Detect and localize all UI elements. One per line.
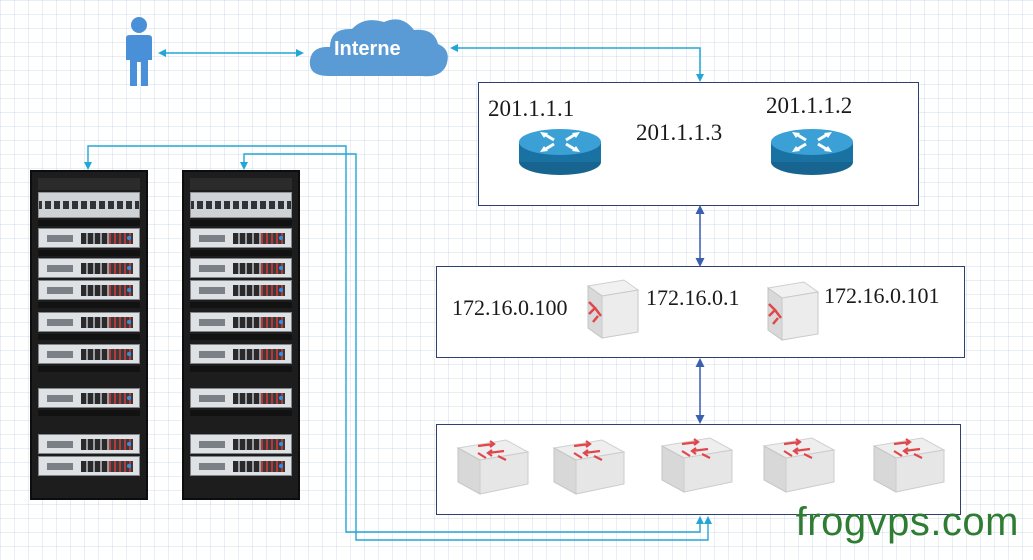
- access-switch-icon: [660, 437, 734, 493]
- cloud-label: Interne: [334, 38, 401, 60]
- access-switch-icon: [456, 439, 530, 495]
- access-switch-icon: [872, 437, 946, 493]
- user-icon: [126, 17, 152, 86]
- layer3-switch-icon: [586, 279, 640, 339]
- access-switch-icon: [762, 437, 836, 493]
- router-link-ip: 201.1.1.3: [636, 120, 723, 145]
- server-rack-icon: [182, 170, 300, 500]
- server-rack-icon: [30, 170, 148, 500]
- switch-link-ip: 172.16.0.1: [646, 285, 740, 310]
- watermark: frogvps.com: [795, 500, 1019, 544]
- router-icon: [519, 129, 601, 175]
- cloud-router-link: [450, 44, 704, 82]
- router-icon: [771, 129, 853, 175]
- router-left-ip: 201.1.1.1: [488, 96, 575, 121]
- switch-zone-box: [436, 266, 965, 358]
- cloud-icon: [309, 19, 448, 77]
- access-switch-icon: [552, 439, 626, 495]
- layer3-switch-icon: [766, 281, 820, 341]
- router-right-ip: 201.1.1.2: [766, 93, 853, 118]
- switch-right-ip: 172.16.0.101: [824, 283, 940, 308]
- switch-left-ip: 172.16.0.100: [452, 295, 568, 320]
